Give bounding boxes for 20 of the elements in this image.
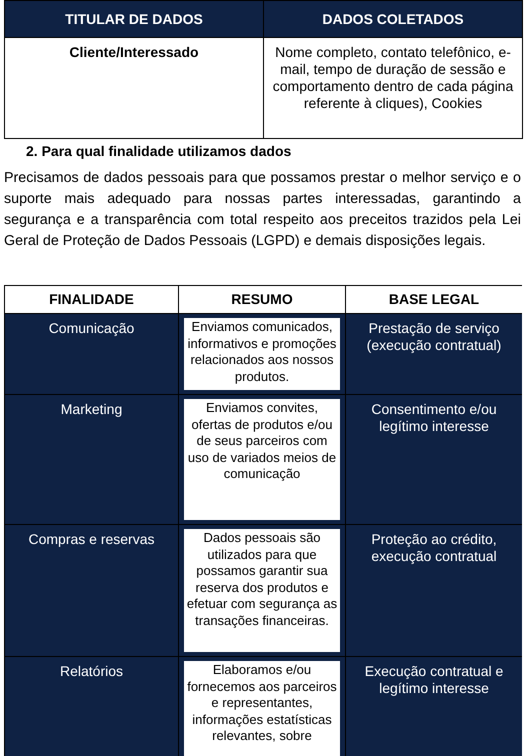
table-cell: Enviamos comunicados, informativos e promoções relacionados aos nossos produtos. — [184, 318, 340, 390]
column-header: FINALIDADE — [4, 286, 178, 314]
column-header: DADOS COLETADOS — [264, 0, 522, 38]
table-cell: Execução contratual e legítimo interesse — [346, 656, 522, 756]
paragraph: Precisamos de dados pessoais para que possamos prestar o melhor serviço e o suporte mais adequado para nossas partes interessadas, garantindo a segurança e a transparência com total respeito aos preceitos trazidos pela Lei Geral de Proteção de Dados Pessoais (LGPD) e demais disposições legais. — [4, 169, 521, 251]
table-cell: Marketing — [4, 394, 178, 524]
table-cell: Comunicação — [4, 314, 178, 394]
column-header: RESUMO — [178, 286, 346, 314]
table-cell: Proteção ao crédito, execução contratual — [346, 524, 522, 656]
table-cell: Nome completo, contato telefônico, e-mail, tempo de duração de sessão e comportamento dentro de cada página referente à cliques), Cookies — [264, 38, 522, 138]
table-cell: Dados pessoais são utilizados para que possamos garantir sua reserva dos produtos e efetuar com segurança as transações financeiras. — [184, 529, 340, 652]
table-cell: Compras e reservas — [4, 524, 178, 656]
section-heading: 2. Para qual finalidade utilizamos dados — [26, 143, 292, 159]
table-cell: Elaboramos e/ou fornecemos aos parceiros e representantes, informações estatísticas relevantes, sobre — [184, 661, 340, 756]
column-header: TITULAR DE DADOS — [4, 0, 264, 38]
table-cell: Consentimento e/ou legítimo interesse — [346, 394, 522, 524]
table-cell: Relatórios — [4, 656, 178, 756]
table-cell: Enviamos convites, ofertas de produtos e/ou de seus parceiros com uso de variados meios de comunicação — [184, 399, 340, 520]
table-cell: Cliente/Interessado — [4, 38, 264, 138]
table-cell: Prestação de serviço (execução contratual) — [346, 314, 522, 394]
